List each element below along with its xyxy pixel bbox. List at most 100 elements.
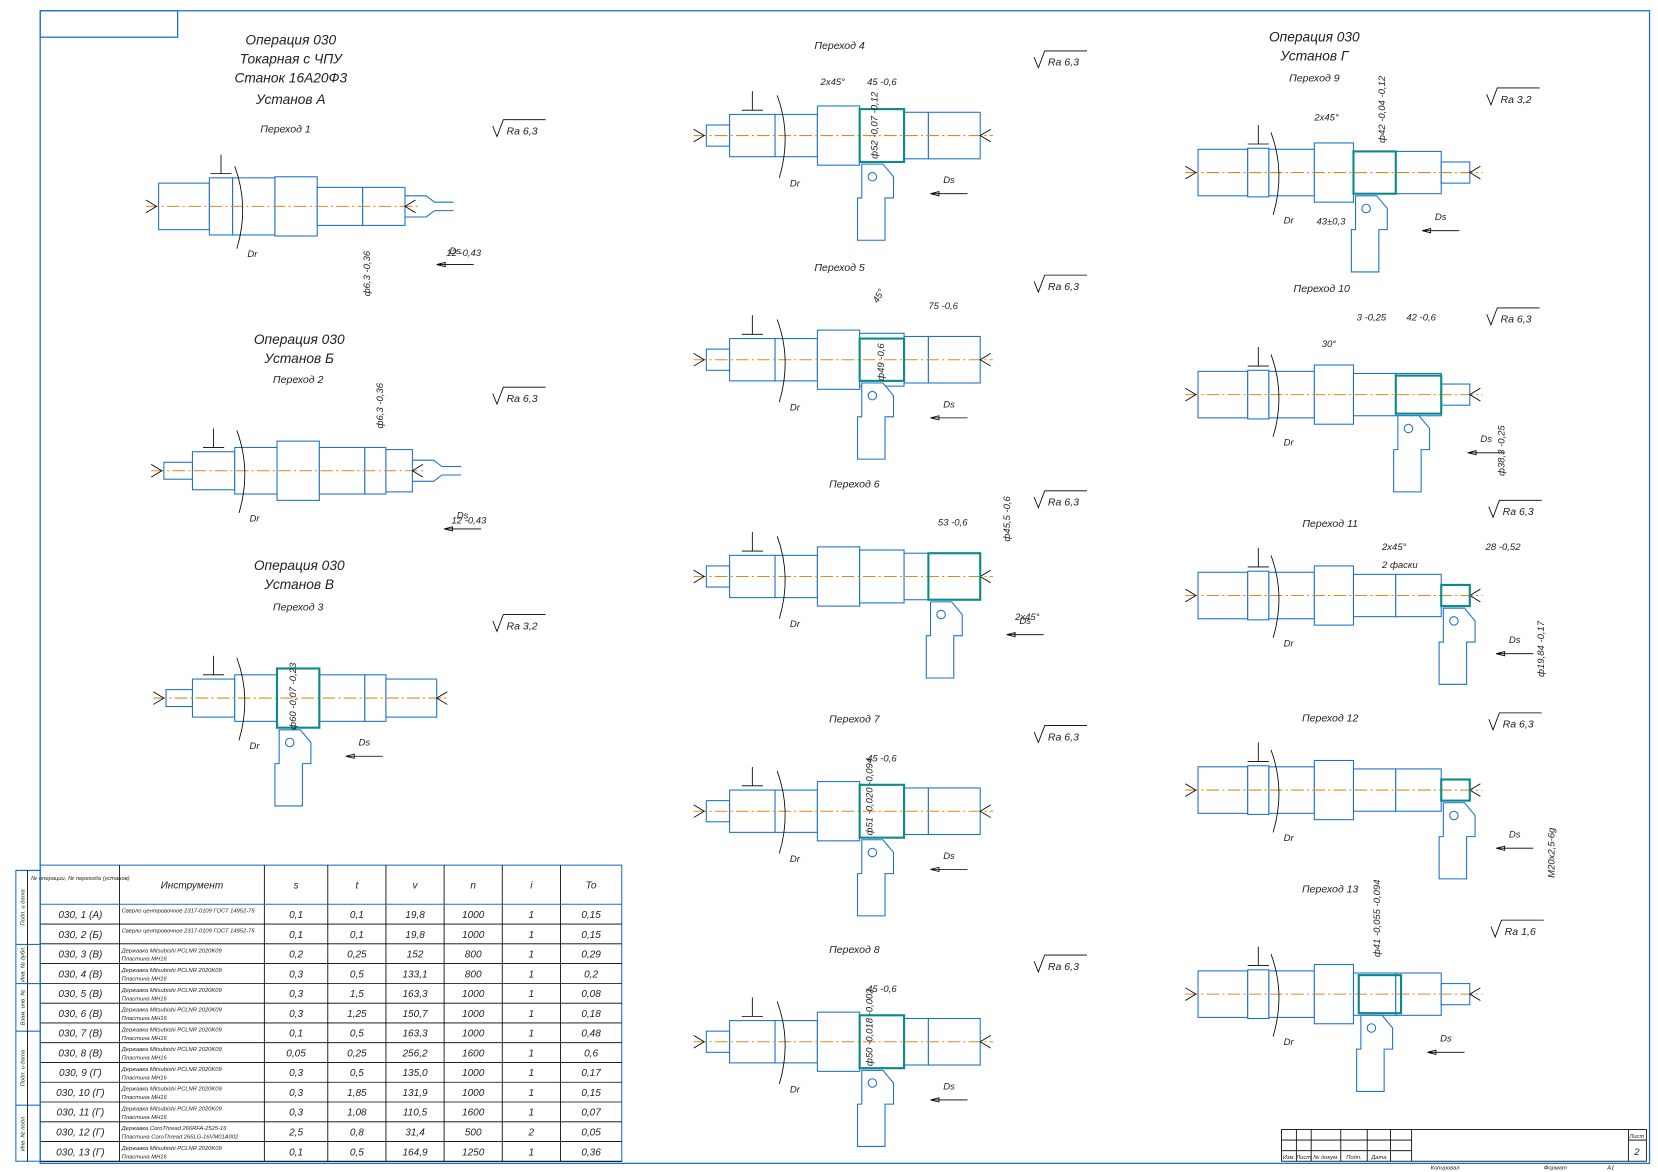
ds-label: Ds	[449, 246, 461, 257]
transition-label: Переход 8	[829, 944, 880, 956]
operation-heading: Операция 030	[245, 33, 336, 48]
roughness-value: Ra 6,3	[1048, 281, 1079, 293]
dr-label: Dr	[790, 402, 801, 413]
title-col-label: Подп.	[1346, 1155, 1361, 1161]
tool-cell: Державка Mitsubishi PCLNR 2020K09	[121, 1008, 223, 1014]
operation-cell: 030, 12 (Г)	[56, 1128, 104, 1139]
clamp-icon	[1247, 347, 1269, 367]
transition-label: Переход 2	[273, 374, 324, 386]
dr-label: Dr	[250, 513, 261, 524]
center-support-icon	[1185, 165, 1481, 180]
center-support-icon	[1185, 387, 1481, 402]
rotation-arrow-icon	[236, 430, 246, 514]
clamp-icon	[210, 154, 232, 175]
cutting-tool-icon	[857, 1069, 895, 1147]
feed-arrow-icon	[930, 191, 968, 197]
center-support-icon	[693, 1035, 991, 1049]
insert-screw-icon	[284, 737, 295, 748]
dimension-text: 43±0,3	[1316, 216, 1346, 227]
tool-cell: Державка Mitsubishi PCLNR 2020K09	[121, 1027, 223, 1033]
table-header: Инструмент	[161, 880, 224, 891]
roughness-value: Ra 6,3	[1048, 731, 1079, 743]
operation-heading: Станок 16А20Ф3	[234, 71, 347, 86]
value-cell: 0,2	[289, 950, 303, 961]
value-cell: 0,5	[350, 969, 364, 980]
value-cell: 0,48	[581, 1029, 601, 1040]
value-cell: 1000	[462, 1068, 485, 1079]
value-cell: 19,8	[405, 910, 425, 921]
value-cell: 1	[529, 1088, 535, 1099]
roughness-value: Ra 6,3	[1048, 497, 1079, 509]
center-drill-icon	[404, 195, 454, 218]
transition-label: Переход 11	[1302, 518, 1358, 530]
title-block	[1281, 1129, 1647, 1162]
value-cell: 0,3	[289, 1088, 303, 1099]
machined-surface	[1352, 150, 1397, 195]
value-cell: 0,3	[289, 969, 303, 980]
table-header: i	[530, 880, 533, 891]
rotation-arrow-icon	[1270, 132, 1280, 215]
dr-label: Dr	[790, 619, 801, 630]
ds-label: Ds	[943, 1081, 955, 1092]
feed-arrow-icon	[1006, 631, 1044, 638]
value-cell: 1,85	[347, 1088, 367, 1099]
rotation-arrow-icon	[776, 536, 786, 619]
value-cell: 1	[529, 1009, 535, 1020]
clamp-icon	[741, 997, 763, 1017]
dr-label: Dr	[247, 249, 258, 260]
insert-screw-icon	[1361, 203, 1371, 214]
value-cell: 0,1	[289, 1029, 303, 1040]
operation-heading: Установ А	[255, 92, 326, 107]
value-cell: 1,25	[347, 1009, 367, 1020]
dimension-text: ф49 -0,6	[876, 343, 887, 381]
table-header: n	[470, 880, 476, 891]
value-cell: 0,1	[289, 1147, 303, 1158]
clamp-icon	[741, 766, 763, 787]
cutting-tool-icon	[857, 382, 895, 460]
value-cell: 1,5	[350, 989, 364, 1000]
table-header: № операции, № перехода (установ)	[31, 876, 130, 882]
dr-label: Dr	[1284, 437, 1295, 448]
transition-10	[1185, 307, 1540, 493]
value-cell: 256,2	[401, 1048, 428, 1059]
ds-label: Ds	[943, 175, 955, 186]
transition-13	[1185, 919, 1544, 1092]
value-cell: 0,18	[581, 1009, 601, 1020]
transition-7	[693, 725, 1088, 917]
tool-cell: Державка Mitsubishi PCLNR 2020K09	[121, 948, 223, 954]
value-cell: 110,5	[403, 1108, 428, 1119]
machined-surface	[927, 552, 982, 601]
roughness-symbol-icon	[492, 386, 546, 406]
machined-surface	[858, 337, 906, 382]
transition-label: Переход 3	[273, 601, 324, 613]
dr-label: Dr	[1284, 1037, 1295, 1048]
roughness-symbol-icon	[492, 614, 546, 633]
tool-cell: Пластина MH16	[122, 957, 168, 963]
top-left-box	[39, 10, 179, 38]
feed-arrow-icon	[1467, 450, 1505, 456]
rotation-arrow-icon	[234, 166, 244, 249]
dimension-text: 12 -0,43	[446, 248, 482, 259]
operation-cell: 030, 4 (В)	[58, 969, 102, 980]
value-cell: 163,3	[402, 989, 428, 1000]
rotation-arrow-icon	[236, 657, 246, 741]
value-cell: 1	[529, 1029, 535, 1040]
dimension-text: 28 -0,52	[1485, 542, 1522, 553]
feed-arrow-icon	[345, 753, 383, 759]
insert-screw-icon	[867, 1078, 878, 1088]
value-cell: 150,7	[402, 1009, 428, 1020]
machined-surface	[1394, 374, 1443, 415]
operation-cell: 030, 9 (Г)	[59, 1068, 102, 1079]
roughness-value: Ra 6,3	[506, 393, 537, 405]
transition-label: Переход 12	[1302, 712, 1358, 724]
feed-arrow-icon	[930, 866, 968, 873]
center-drill-icon	[412, 459, 462, 482]
operation-cell: 030, 8 (В)	[58, 1048, 102, 1059]
value-cell: 152	[407, 950, 424, 961]
operation-cell: 030, 2 (Б)	[58, 930, 102, 941]
dr-label: Dr	[250, 741, 261, 752]
dimension-text: 3 -0,25	[1357, 313, 1387, 324]
cutting-tool-icon	[1438, 802, 1476, 880]
value-cell: 1	[529, 969, 535, 980]
